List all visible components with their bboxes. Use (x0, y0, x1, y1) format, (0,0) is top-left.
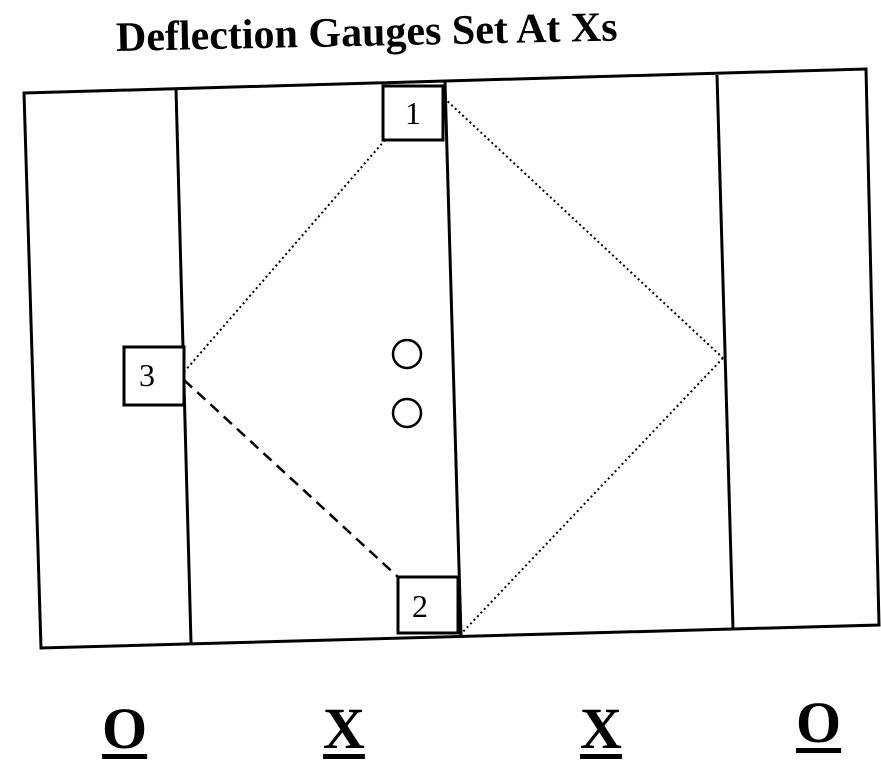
joint-line-center (443, 81, 463, 637)
load-point-lower (391, 397, 423, 429)
load-point-upper (391, 338, 423, 370)
bottom-mark-4: O (796, 690, 842, 755)
joint-line-right (715, 74, 735, 630)
dotted-path-1-to-right (443, 97, 724, 359)
gauge-1: 1 (381, 84, 445, 142)
bottom-mark-2: X (323, 696, 365, 761)
bottom-mark-3: X (580, 696, 622, 761)
gauge-1-label: 1 (405, 95, 421, 131)
dotted-path-3-to-1 (183, 139, 386, 373)
dashed-path-3-to-2 (183, 379, 399, 578)
dotted-path-right-to-2 (458, 357, 724, 637)
gauge-2-label: 2 (412, 588, 428, 624)
bottom-mark-1: O (102, 696, 148, 761)
gauge-3-label: 3 (139, 357, 155, 393)
gauge-3: 3 (122, 345, 186, 407)
gauge-2: 2 (396, 575, 460, 635)
slab-outline (22, 67, 881, 650)
